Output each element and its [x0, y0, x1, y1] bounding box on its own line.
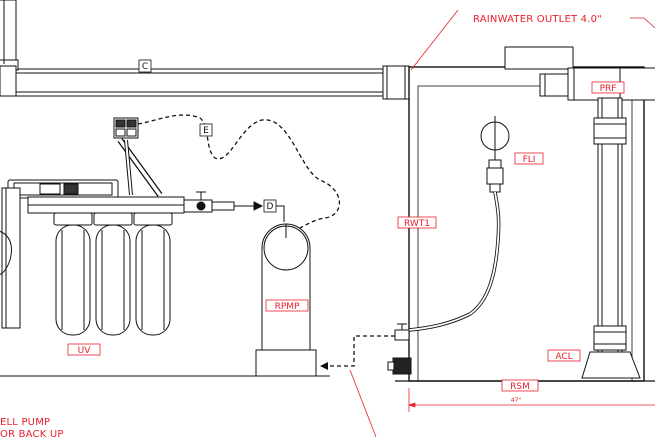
tag-c: C: [138, 59, 152, 73]
rainwater-outlet-text: RAINWATER OUTLET 4.0": [473, 14, 602, 25]
tag-e-text: E: [203, 126, 209, 136]
main-pipe: [0, 68, 393, 97]
outlet-pipe: [539, 67, 655, 101]
acl-text: ACL: [555, 352, 572, 362]
signal-wire: [137, 114, 341, 233]
dimension-text: 47": [511, 397, 522, 404]
float-valve: [408, 116, 510, 332]
fli-text: FLI: [523, 155, 536, 165]
tag-d-text: D: [267, 202, 274, 212]
label-prf: PRF: [591, 81, 625, 94]
well-pump-line2: OR BACK UP: [0, 429, 64, 437]
tag-e: E: [199, 123, 213, 137]
label-rwt1: RWT1: [397, 216, 437, 229]
dimension-line: [407, 388, 655, 412]
tank-valve: [387, 323, 412, 375]
well-pump-line1: ELL PUMP: [0, 417, 50, 428]
label-well-pump: ELL PUMP OR BACK UP: [0, 417, 64, 437]
label-fli: FLI: [514, 152, 544, 165]
uv-filter-assembly: [0, 138, 185, 336]
rpmp-text: RPMP: [275, 302, 300, 312]
pipe-coupling: [382, 65, 410, 100]
pump: [255, 223, 330, 377]
left-elbow: [0, 0, 19, 97]
label-acl: ACL: [547, 349, 581, 362]
label-uv: UV: [67, 343, 101, 356]
tag-d: D: [263, 199, 285, 222]
leader-lines: [349, 9, 655, 437]
rsm-text: RSM: [510, 382, 530, 392]
label-rsm: RSM: [501, 379, 539, 392]
tag-c-text: C: [142, 62, 148, 72]
prf-column: [581, 97, 641, 379]
label-rainwater-outlet: RAINWATER OUTLET 4.0": [473, 14, 602, 25]
supply-line: [326, 335, 395, 367]
supply-arrow: [320, 362, 328, 370]
filter-outlet-valve: [183, 191, 264, 213]
control-box: [113, 117, 139, 139]
rwt1-text: RWT1: [404, 219, 430, 229]
uv-text: UV: [78, 346, 92, 356]
label-rpmp: RPMP: [265, 299, 309, 312]
prf-text: PRF: [600, 84, 617, 94]
